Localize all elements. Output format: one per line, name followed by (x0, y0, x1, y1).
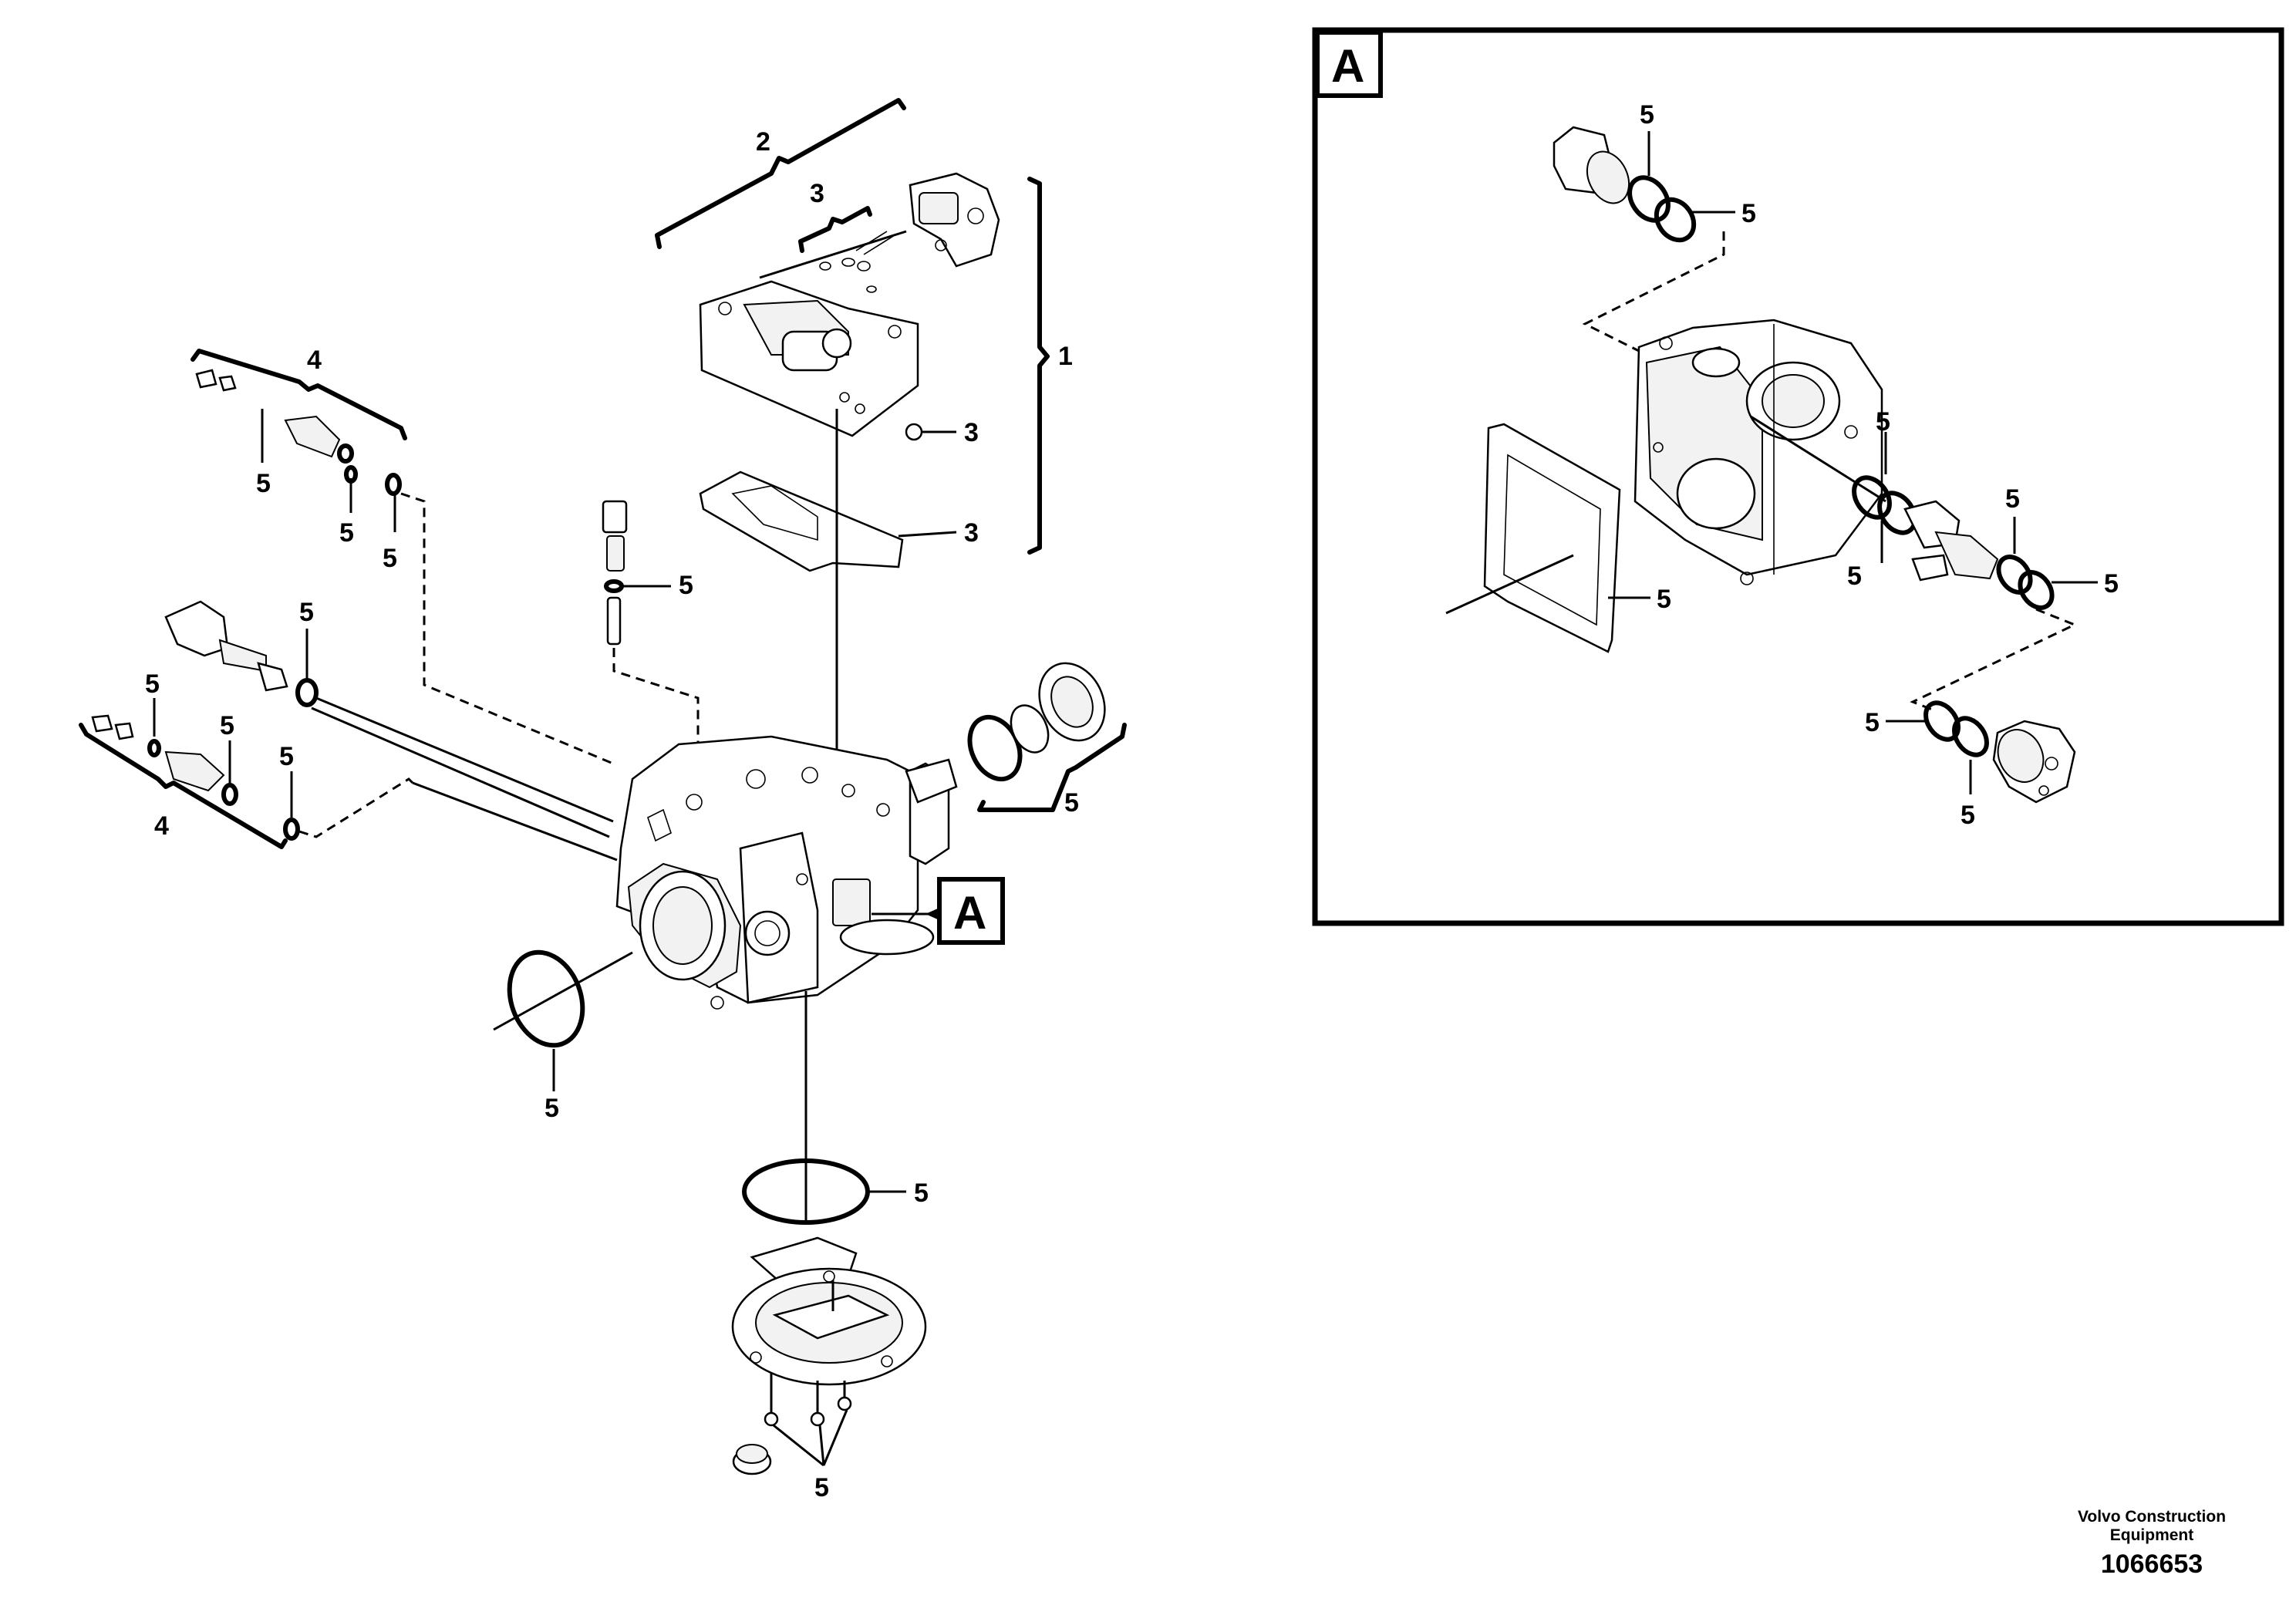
callout-5-q: 5 (2104, 569, 2119, 599)
detail-coupler-top (1553, 126, 1697, 243)
callout-5-k: 5 (1640, 100, 1654, 130)
detail-a-marker (937, 877, 1005, 945)
callout-5-m: 5 (1657, 585, 1671, 614)
pressure-valve-upper (195, 369, 402, 496)
pressure-valve-lower (91, 714, 300, 841)
footer: Volvo Construction Equipment 1066653 (2036, 1508, 2267, 1580)
callout-3-gasket: 3 (964, 518, 979, 548)
detail-view-a-title: A (1331, 40, 1364, 92)
detail-housing (1633, 319, 1883, 585)
diagram-number: 1066653 (2100, 1549, 2203, 1579)
shaft-seal-set (905, 662, 1106, 804)
callout-5-a: 5 (256, 469, 271, 498)
small-seal-kit (819, 231, 895, 293)
callout-5-l: 5 (1741, 199, 1756, 228)
detail-gasket (1483, 423, 1621, 653)
brace-item-2 (655, 98, 906, 249)
detail-coupler-bottom (1992, 720, 2076, 804)
brace-item-4-upper (190, 349, 407, 440)
callout-3-bolt: 3 (964, 418, 979, 447)
callout-5-g: 5 (279, 742, 294, 771)
callout-5-b: 5 (339, 518, 354, 548)
callout-5-d: 5 (299, 598, 314, 627)
callout-5-o: 5 (1847, 561, 1862, 591)
detail-view-a-tag (1315, 30, 1383, 98)
brace-item-4-lower (79, 723, 288, 849)
callout-5-j: 5 (814, 1473, 829, 1502)
brace-item-5-shaft (977, 723, 1127, 812)
callout-5-h: 5 (544, 1094, 559, 1123)
callout-5-i: 5 (914, 1179, 929, 1208)
brace-item-1 (1027, 177, 1050, 555)
callout-3-upper: 3 (810, 179, 824, 208)
brace-item-3 (798, 206, 872, 253)
regulator-gasket (699, 470, 904, 572)
pump-body (615, 735, 950, 1010)
callout-5-n: 5 (1876, 407, 1890, 437)
callout-5-p: 5 (2005, 484, 2020, 514)
detail-o-ring-6 (1952, 716, 1989, 757)
callout-4-upper: 4 (307, 346, 322, 375)
callout-5-shaft: 5 (1064, 788, 1079, 818)
large-o-ring-left (507, 949, 585, 1048)
brand-name: Volvo Construction Equipment (2077, 1508, 2227, 1544)
callout-5-c: 5 (383, 544, 397, 573)
callout-5-f: 5 (220, 711, 234, 740)
solenoid-valve (164, 600, 319, 707)
callout-5-s: 5 (1961, 801, 1975, 830)
bottom-cover-assembly (731, 1236, 927, 1475)
callout-5-valve: 5 (679, 571, 693, 600)
detail-o-ring-1 (1852, 475, 1892, 520)
callout-1: 1 (1058, 342, 1073, 371)
callout-5-r: 5 (1865, 708, 1880, 737)
callout-4-lower: 4 (154, 811, 169, 841)
callout-5-e: 5 (145, 669, 160, 699)
detail-pointer (925, 908, 939, 920)
callout-2: 2 (756, 127, 770, 157)
detail-o-ring-3 (1996, 555, 2033, 595)
detail-o-ring-4 (2018, 570, 2055, 610)
plug-bolt (905, 423, 923, 441)
detail-view-a-frame (1312, 27, 2284, 926)
relief-valve-vertical (602, 500, 628, 646)
detail-o-ring-2 (1877, 491, 1917, 535)
regulator-assembly (699, 172, 1000, 437)
detail-spool (1903, 500, 1999, 582)
detail-a-marker-label: A (953, 887, 986, 939)
